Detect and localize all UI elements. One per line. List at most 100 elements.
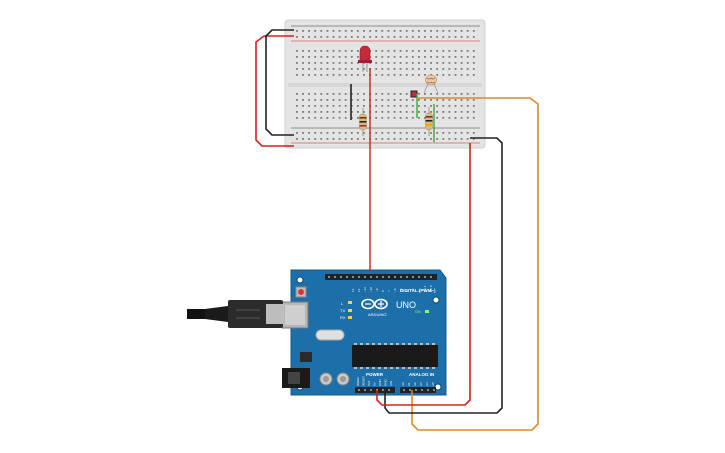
bb-hole	[320, 50, 323, 52]
bb-hole	[320, 111, 323, 113]
bb-hole	[405, 62, 408, 64]
bb-hole	[387, 50, 390, 52]
bb-hole	[326, 132, 329, 134]
bb-hole	[320, 56, 323, 58]
bb-hole	[296, 138, 298, 140]
bb-hole	[442, 62, 445, 64]
reset-button-cap[interactable]	[298, 289, 304, 295]
bb-hole	[448, 68, 451, 70]
bb-hole	[466, 117, 469, 119]
usb-cable[interactable]	[187, 300, 284, 328]
bb-hole	[454, 138, 457, 140]
chip-pin	[360, 367, 363, 369]
photoresistor[interactable]	[423, 74, 439, 94]
bb-hole	[326, 74, 329, 76]
bb-hole	[418, 68, 420, 70]
chip-pin	[390, 343, 393, 345]
wire-red-5v[interactable]	[376, 143, 471, 406]
wire-red-left[interactable]	[255, 35, 294, 147]
bb-hole	[357, 36, 359, 38]
bb-hole	[338, 74, 341, 76]
bb-hole	[332, 56, 335, 58]
bb-hole	[363, 138, 365, 140]
bb-hole	[314, 99, 317, 101]
arduino-uno[interactable]: UNO ARDUINO ON L TX RX DIGITAL (PWM~) PO…	[281, 269, 447, 396]
bb-hole	[387, 74, 390, 76]
model-text: UNO	[396, 300, 416, 310]
header-pin	[421, 389, 423, 391]
bb-hole	[332, 30, 335, 32]
bb-hole	[399, 111, 402, 113]
bb-hole	[344, 117, 347, 119]
bb-hole	[338, 30, 341, 32]
bb-hole	[466, 62, 469, 64]
wire-black-left[interactable]	[265, 29, 294, 136]
bb-hole	[357, 111, 359, 113]
bb-hole	[472, 62, 475, 64]
resistor-led[interactable]	[359, 108, 367, 136]
bb-hole	[454, 99, 457, 101]
bb-hole	[350, 30, 353, 32]
resistor-sensor[interactable]	[425, 107, 433, 136]
pin-label: A2	[413, 382, 417, 386]
bb-hole	[326, 62, 329, 64]
digital-header[interactable]	[325, 274, 437, 280]
bb-hole	[320, 138, 323, 140]
bb-hole	[344, 30, 347, 32]
bb-hole	[411, 117, 414, 119]
bb-hole	[314, 36, 317, 38]
bb-hole	[381, 68, 384, 70]
bb-hole	[393, 56, 396, 58]
bb-hole	[320, 105, 323, 107]
bb-hole	[357, 93, 359, 95]
bb-hole	[418, 132, 420, 134]
bb-hole	[357, 62, 359, 64]
bb-hole	[314, 138, 317, 140]
bb-hole	[344, 138, 347, 140]
bb-hole	[442, 105, 445, 107]
bb-hole	[381, 132, 384, 134]
digital-header-pins	[328, 276, 432, 278]
bb-hole	[338, 111, 341, 113]
bb-hole	[460, 74, 463, 76]
bb-hole	[448, 74, 451, 76]
bb-hole	[393, 117, 396, 119]
power-header[interactable]	[355, 387, 395, 393]
wire-orange-analog[interactable]	[411, 97, 539, 431]
bb-hole	[430, 99, 432, 101]
power-label: POWER	[366, 372, 384, 377]
bb-hole	[375, 62, 378, 64]
bb-hole	[448, 132, 451, 134]
bb-hole	[381, 56, 384, 58]
bb-hole	[363, 111, 365, 113]
pin-label: 5V	[373, 382, 377, 386]
bb-hole	[405, 30, 408, 32]
bb-hole	[375, 132, 378, 134]
header-pin	[424, 276, 426, 278]
analog-header[interactable]	[400, 387, 436, 393]
bb-hole	[436, 68, 439, 70]
chip-pin	[432, 367, 435, 369]
bb-hole	[320, 36, 323, 38]
wire-black-gnd[interactable]	[384, 137, 503, 414]
header-pin	[358, 389, 360, 391]
led[interactable]	[358, 45, 372, 72]
brand-text: ARDUINO	[368, 312, 386, 317]
bb-hole	[466, 99, 469, 101]
pin-label: 8	[381, 290, 385, 292]
pin-label: VIN	[389, 381, 393, 386]
bb-hole	[466, 68, 469, 70]
bb-hole	[472, 50, 475, 52]
bb-hole	[381, 93, 384, 95]
bb-hole	[472, 93, 475, 95]
mount-hole	[296, 276, 304, 284]
breadboard[interactable]	[284, 19, 486, 149]
bb-hole	[454, 36, 457, 38]
bb-hole	[399, 30, 402, 32]
header-pin	[406, 276, 408, 278]
bb-hole	[466, 74, 469, 76]
header-pin	[400, 276, 402, 278]
bb-hole	[424, 105, 426, 107]
